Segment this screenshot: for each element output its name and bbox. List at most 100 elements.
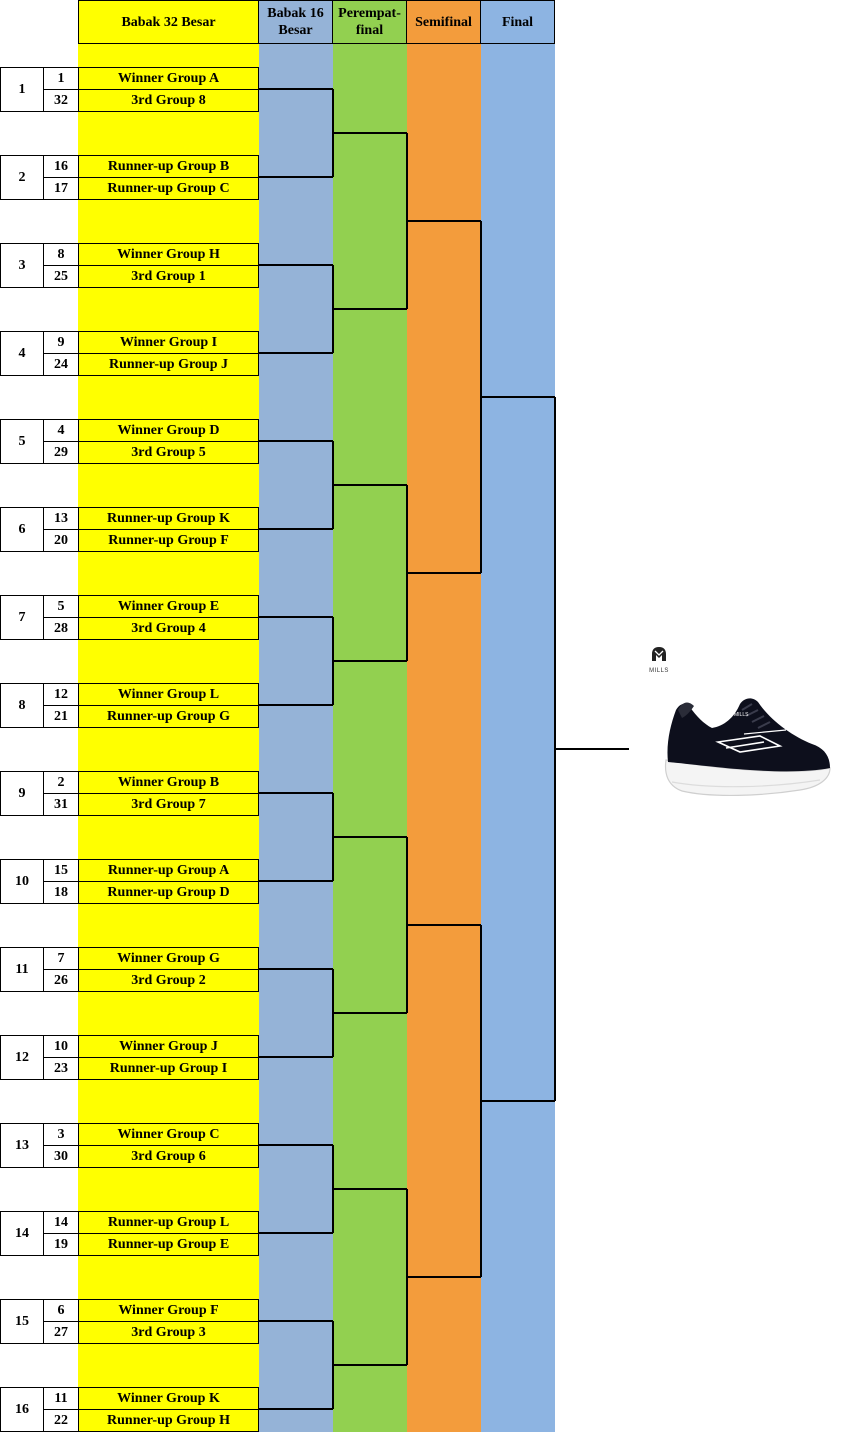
bracket-line (332, 969, 334, 1057)
bracket-line (333, 836, 407, 838)
bracket-line (259, 880, 333, 882)
bracket-line (259, 792, 333, 794)
team-name: Runner-up Group F (78, 529, 259, 552)
seed-number: 15 (43, 859, 79, 882)
quarterfinal-column (333, 0, 407, 1432)
match-number: 3 (0, 243, 44, 288)
match-number: 11 (0, 947, 44, 992)
team-name: Runner-up Group G (78, 705, 259, 728)
semifinal-column (407, 0, 481, 1432)
team-name: Runner-up Group A (78, 859, 259, 882)
team-name: Winner Group A (78, 67, 259, 90)
team-name: Winner Group E (78, 595, 259, 618)
team-name: Runner-up Group D (78, 881, 259, 904)
bracket-line (480, 925, 482, 1277)
bracket-line (333, 484, 407, 486)
match-number: 9 (0, 771, 44, 816)
seed-number: 13 (43, 507, 79, 530)
match-number: 2 (0, 155, 44, 200)
bracket-line (332, 793, 334, 881)
team-name: 3rd Group 6 (78, 1145, 259, 1168)
bracket-line (555, 748, 629, 750)
header-round32: Babak 32 Besar (78, 0, 259, 44)
team-name: Runner-up Group B (78, 155, 259, 178)
seed-number: 19 (43, 1233, 79, 1256)
bracket-line (259, 1144, 333, 1146)
bracket-line (332, 265, 334, 353)
brand-logo: MILLS (648, 646, 670, 674)
bracket-line (480, 221, 482, 573)
team-name: Runner-up Group I (78, 1057, 259, 1080)
seed-number: 28 (43, 617, 79, 640)
match-number: 5 (0, 419, 44, 464)
team-name: Winner Group B (78, 771, 259, 794)
bracket-line (259, 1232, 333, 1234)
bracket-line (333, 308, 407, 310)
seed-number: 24 (43, 353, 79, 376)
team-name: Winner Group D (78, 419, 259, 442)
team-name: 3rd Group 5 (78, 441, 259, 464)
bracket-line (333, 1364, 407, 1366)
match-number: 16 (0, 1387, 44, 1432)
seed-number: 30 (43, 1145, 79, 1168)
logo-text: MILLS (649, 668, 669, 674)
team-name: Runner-up Group C (78, 177, 259, 200)
bracket-line (259, 440, 333, 442)
bracket-line (259, 968, 333, 970)
round16-column (259, 0, 333, 1432)
bracket-line (333, 1188, 407, 1190)
bracket-line (407, 572, 481, 574)
bracket-line (332, 89, 334, 177)
team-name: Winner Group I (78, 331, 259, 354)
team-name: Winner Group C (78, 1123, 259, 1146)
bracket-line (406, 133, 408, 309)
bracket-line (406, 1189, 408, 1365)
bracket-line (259, 704, 333, 706)
bracket-line (259, 1320, 333, 1322)
team-name: Runner-up Group J (78, 353, 259, 376)
bracket-line (333, 132, 407, 134)
bracket-line (481, 1100, 555, 1102)
bracket-line (259, 1408, 333, 1410)
bracket-line (554, 397, 556, 1101)
bracket-line (259, 88, 333, 90)
helmet-icon (652, 647, 666, 661)
bracket-line (407, 924, 481, 926)
svg-text:MILLS: MILLS (734, 712, 749, 718)
team-name: Runner-up Group E (78, 1233, 259, 1256)
header-final: Final (480, 0, 555, 44)
sneaker-icon: MILLS (664, 698, 831, 797)
team-name: Runner-up Group K (78, 507, 259, 530)
bracket-line (332, 441, 334, 529)
bracket-line (259, 264, 333, 266)
bracket-line (406, 485, 408, 661)
bracket-line (259, 1056, 333, 1058)
team-name: Winner Group F (78, 1299, 259, 1322)
bracket-line (259, 616, 333, 618)
seed-number: 18 (43, 881, 79, 904)
seed-number: 17 (43, 177, 79, 200)
match-number: 1 (0, 67, 44, 112)
team-name: Winner Group G (78, 947, 259, 970)
team-name: 3rd Group 8 (78, 89, 259, 112)
seed-number: 20 (43, 529, 79, 552)
bracket-line (332, 1321, 334, 1409)
bracket-line (259, 176, 333, 178)
bracket-line (407, 220, 481, 222)
team-name: 3rd Group 2 (78, 969, 259, 992)
bracket-line (259, 352, 333, 354)
bracket-line (333, 1012, 407, 1014)
team-name: Runner-up Group L (78, 1211, 259, 1234)
team-name: 3rd Group 3 (78, 1321, 259, 1344)
bracket-line (332, 1145, 334, 1233)
header-semifinal: Semifinal (406, 0, 481, 44)
bracket-line (332, 617, 334, 705)
team-name: 3rd Group 1 (78, 265, 259, 288)
team-name: 3rd Group 7 (78, 793, 259, 816)
bracket-line (406, 837, 408, 1013)
seed-number: 21 (43, 705, 79, 728)
seed-number: 27 (43, 1321, 79, 1344)
bracket-line (481, 396, 555, 398)
team-name: 3rd Group 4 (78, 617, 259, 640)
